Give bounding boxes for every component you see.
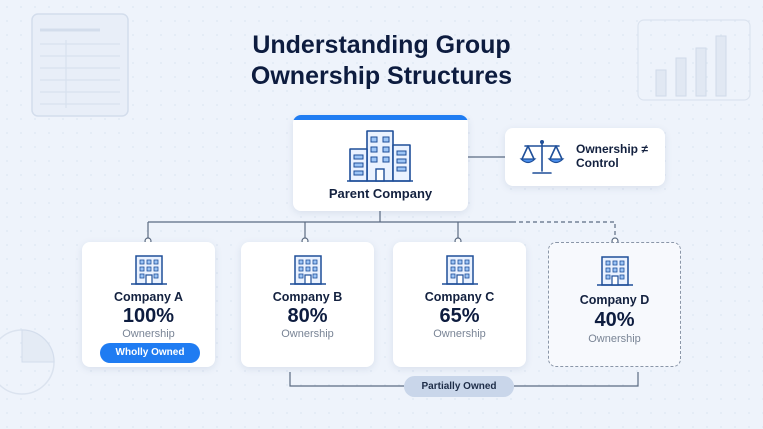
bracket-left — [289, 372, 404, 387]
ownership-percent: 40% — [594, 309, 635, 331]
company-name: Company D — [579, 293, 650, 307]
company-b-card: Company B 80% Ownership — [241, 242, 374, 367]
ownership-caption: Ownership — [122, 328, 175, 340]
company-name: Company C — [424, 290, 495, 304]
parent-accent-bar — [293, 115, 468, 120]
building-icon — [597, 256, 633, 286]
company-a-card: Company A 100% Ownership Wholly Owned — [82, 242, 215, 367]
spreadsheet-decoration-icon — [31, 13, 129, 117]
parent-company-card: Parent Company — [293, 115, 468, 211]
company-name: Company A — [114, 290, 183, 304]
building-icon — [347, 130, 413, 182]
title-line-2: Ownership Structures — [250, 62, 513, 90]
company-c-card: Company C 65% Ownership — [393, 242, 526, 367]
branch-d-dashed — [512, 221, 616, 238]
ownership-percent: 100% — [122, 305, 175, 327]
ownership-caption: Ownership — [281, 328, 334, 340]
pie-chart-decoration-icon — [0, 329, 55, 395]
bracket-right — [514, 372, 639, 387]
ownership-caption: Ownership — [433, 328, 486, 340]
balance-scale-icon — [519, 140, 565, 174]
title-line-1: Understanding Group — [252, 31, 511, 59]
building-icon — [131, 255, 167, 285]
ownership-percent: 80% — [287, 305, 328, 327]
company-name: Company B — [272, 290, 343, 304]
ownership-control-label: Ownership ≠ Control — [576, 142, 648, 170]
ownership-control-card: Ownership ≠ Control — [505, 128, 665, 186]
ownership-percent: 65% — [439, 305, 480, 327]
page-title: Understanding Group Ownership Structures — [0, 30, 763, 92]
parent-company-label: Parent Company — [328, 186, 433, 201]
ownership-caption: Ownership — [588, 333, 641, 345]
partially-owned-label: Partially Owned — [404, 376, 514, 397]
wholly-owned-badge: Wholly Owned — [100, 343, 200, 363]
building-icon — [290, 255, 326, 285]
company-d-card: Company D 40% Ownership — [548, 242, 681, 367]
building-icon — [442, 255, 478, 285]
bar-chart-decoration-icon — [637, 19, 751, 101]
